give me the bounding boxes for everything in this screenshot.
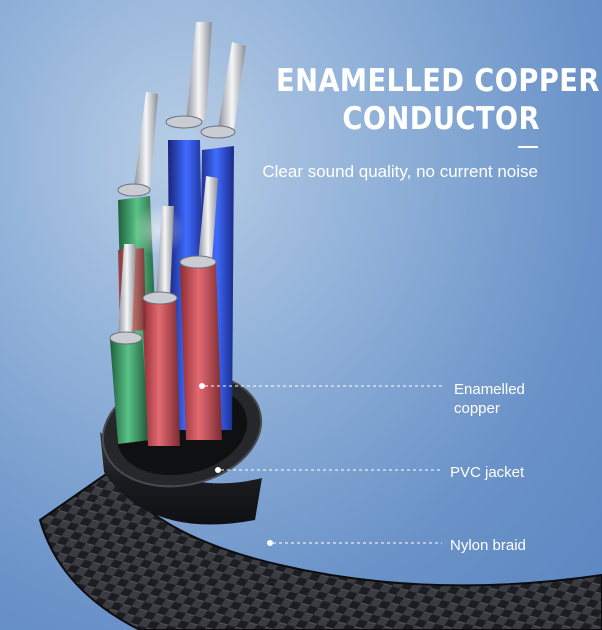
headline-divider [518,146,538,148]
callout-label: PVC jacket [450,464,525,481]
headline-line-1: ENAMELLED COPPER [276,63,600,99]
callout-pvc-jacket: PVC jacket [450,463,524,482]
callout-label: Nylon braid [450,537,526,554]
enamelled-copper-wires [109,22,246,446]
subheading: Clear sound quality, no current noise [262,162,538,181]
callout-label: copper [454,400,500,417]
nylon-braid [38,468,602,630]
callout-label: Enamelled [454,381,525,398]
headline-line-2: CONDUCTOR [342,101,540,137]
callout-leaders [199,383,442,546]
callout-enamelled-copper: Enamelled copper [454,380,525,418]
callout-nylon-braid: Nylon braid [450,536,526,555]
headline: ENAMELLED COPPER CONDUCTOR [276,62,600,138]
